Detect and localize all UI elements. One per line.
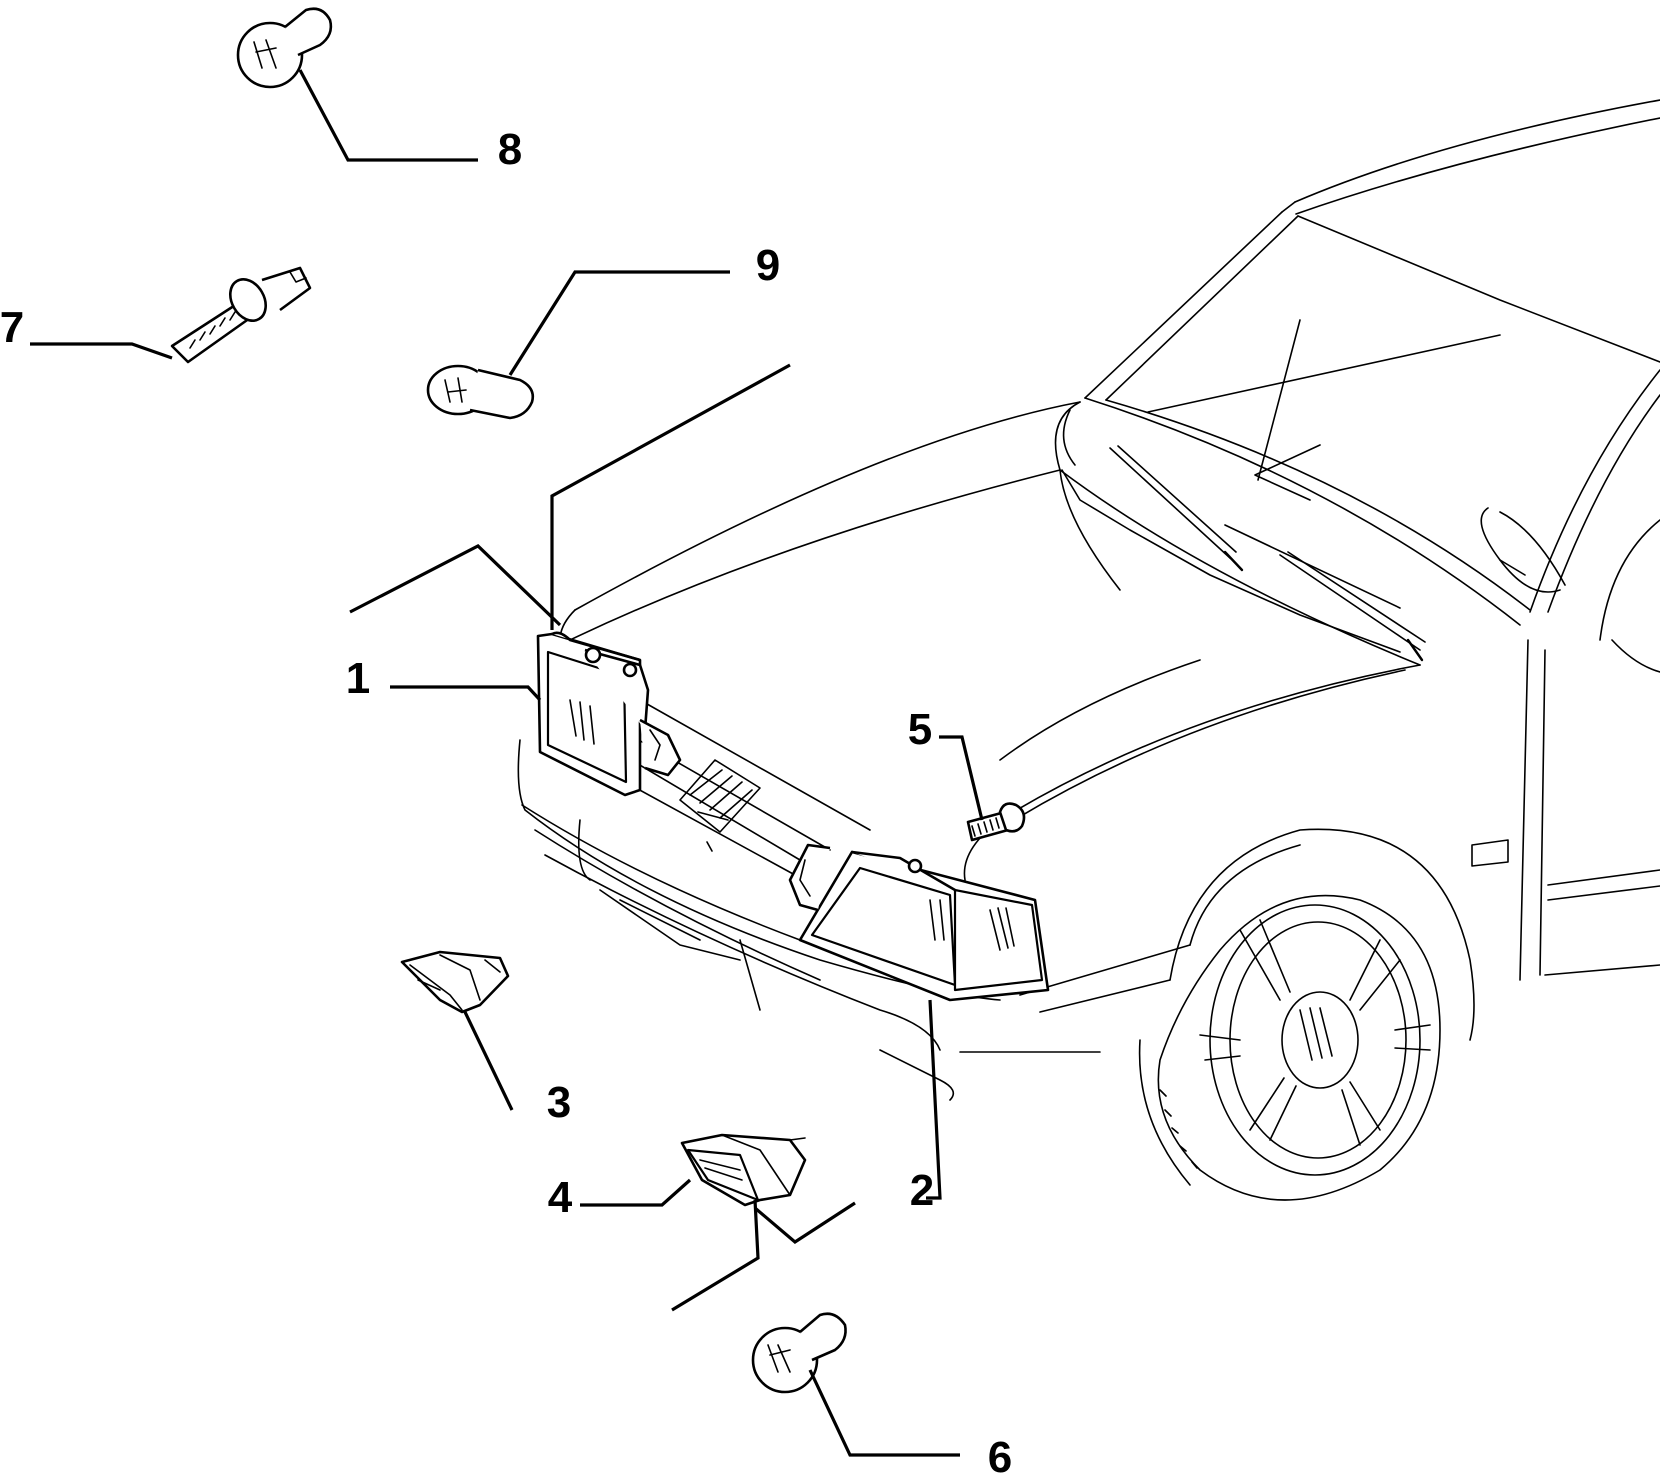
- callout-8: 8: [498, 125, 522, 174]
- callout-7: 7: [0, 303, 24, 352]
- car-body: [517, 99, 1660, 1201]
- bulb-part-7: [170, 266, 312, 364]
- repeater-housing-part-3: [400, 950, 510, 1014]
- callout-9: 9: [756, 241, 780, 290]
- right-headlamp: [788, 843, 1050, 1002]
- callout-labels: 1 2 3 4 5 6 7 8 9: [0, 125, 1012, 1473]
- callout-4: 4: [548, 1173, 573, 1222]
- repeater-lamp-part-4: [680, 1133, 807, 1207]
- screw-part-5: [966, 802, 1026, 842]
- callout-2: 2: [910, 1166, 934, 1215]
- bulb-part-6: [751, 1312, 847, 1394]
- leader-lines: [30, 69, 984, 1457]
- left-headlamp: [536, 631, 682, 797]
- callout-1: 1: [346, 654, 370, 703]
- callout-5: 5: [908, 705, 932, 754]
- callout-6: 6: [988, 1433, 1012, 1473]
- bulb-part-8: [236, 7, 333, 89]
- bulb-part-9: [426, 364, 535, 420]
- callout-3: 3: [547, 1078, 571, 1127]
